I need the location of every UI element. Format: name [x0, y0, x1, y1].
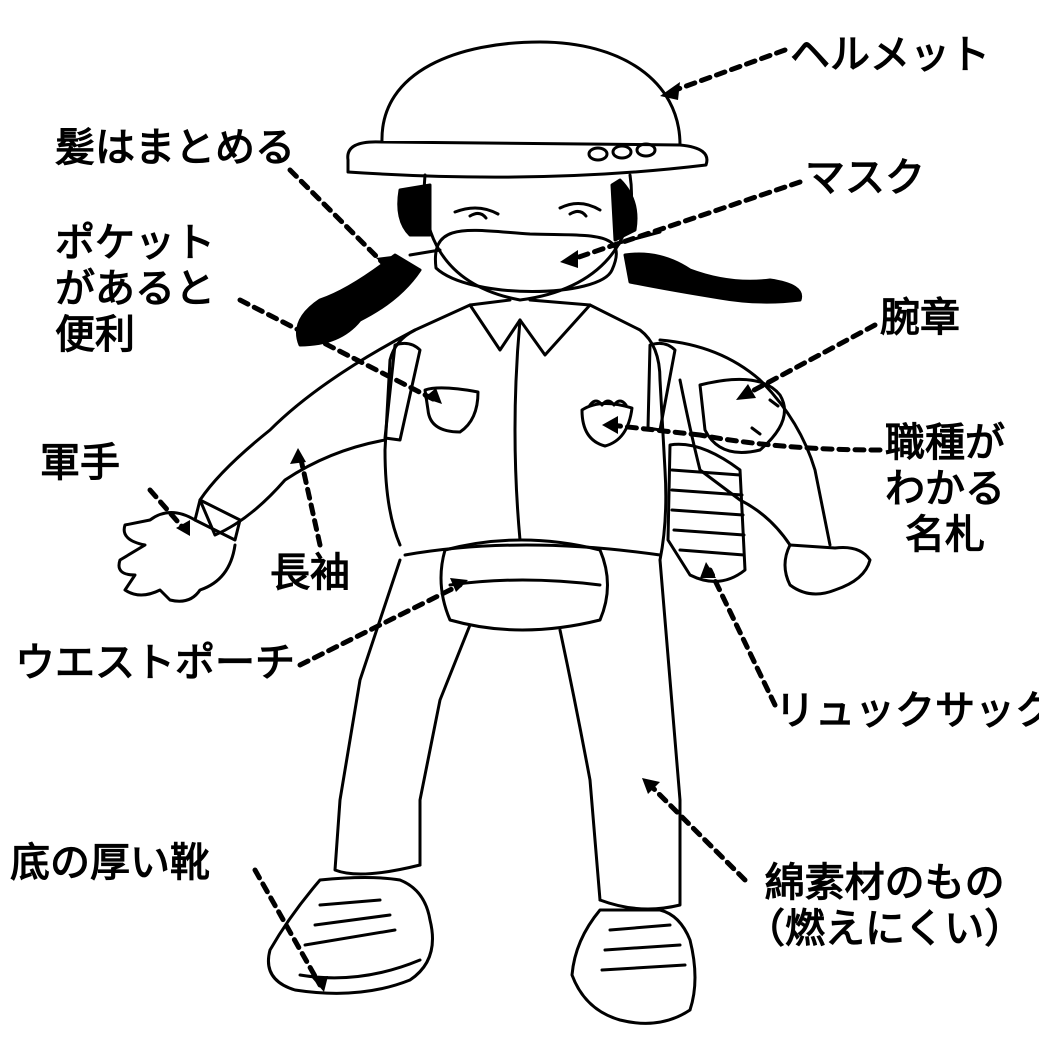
leader-pocket [237, 297, 438, 403]
leader-shoes [252, 867, 323, 988]
right-shoe-drawing [570, 908, 697, 1025]
backpack-drawing [383, 341, 747, 583]
leader-nametag-1 [697, 432, 883, 453]
label-name-tag: 職種が わかる 名札 [885, 420, 1005, 558]
leader-sleeves [297, 452, 323, 548]
label-name-tag-line-2: わかる [885, 466, 1005, 512]
left-shoe-drawing [267, 876, 434, 995]
leader-nametag-2 [607, 422, 703, 438]
leader-cotton [647, 782, 748, 883]
label-armband: 腕章 [880, 295, 960, 341]
label-cotton-line-1: 綿素材のもの [764, 860, 1005, 906]
label-mask: マスク [805, 155, 925, 201]
label-helmet: ヘルメット [790, 32, 990, 78]
leader-backpack [707, 567, 778, 708]
label-name-tag-line-3: 名札 [905, 512, 985, 558]
waist-pouch-drawing [403, 538, 662, 632]
label-cotton: 綿素材のもの （燃えにくい） [745, 860, 1024, 952]
right-arm-drawing [658, 338, 872, 596]
jacket-drawing [383, 298, 668, 562]
leader-helmet [667, 47, 788, 95]
pants-drawing [333, 558, 682, 911]
label-pocket-line-1: ポケット [55, 220, 215, 266]
label-name-tag-line-1: 職種が [885, 420, 1005, 466]
leader-mask [567, 179, 803, 263]
leader-armband [742, 322, 878, 398]
label-waist-pouch: ウエストポーチ [15, 640, 295, 686]
leader-hair [287, 167, 388, 268]
label-long-sleeves: 長袖 [270, 550, 350, 596]
label-shoes: 底の厚い靴 [10, 840, 210, 886]
label-backpack: リュックサック [775, 688, 1039, 734]
label-pocket-line-2: があると [55, 266, 215, 312]
label-pocket-line-3: 便利 [55, 312, 135, 358]
arrowheads [176, 82, 756, 992]
label-hair: 髪はまとめる [55, 125, 295, 171]
left-arm-drawing [117, 328, 417, 603]
leader-lines [147, 47, 883, 988]
label-gloves: 軍手 [40, 440, 120, 486]
label-cotton-line-2: （燃えにくい） [745, 906, 1025, 952]
leader-gloves [147, 487, 188, 533]
hair-drawing [296, 178, 803, 347]
label-pocket: ポケット があると 便利 [55, 220, 215, 358]
helmet-drawing [346, 40, 709, 179]
leader-pouch [297, 582, 463, 668]
